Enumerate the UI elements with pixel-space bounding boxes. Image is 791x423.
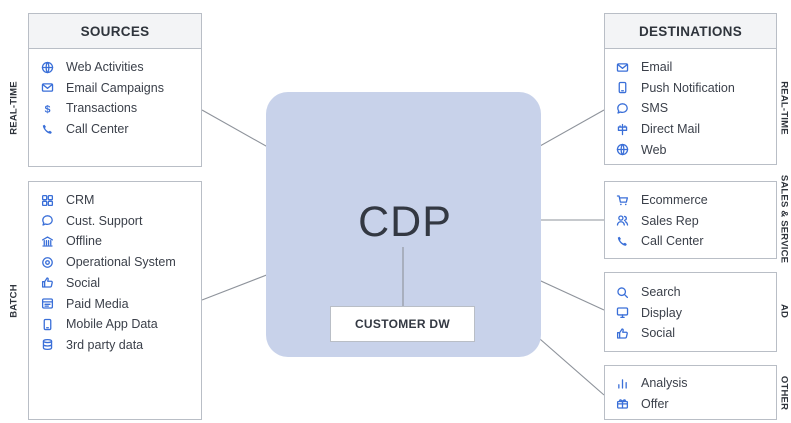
cdp-title: CDP — [358, 198, 452, 246]
sources-batch-item-label: Cust. Support — [66, 213, 143, 228]
destinations-sales-item-label: Sales Rep — [641, 213, 699, 228]
destinations-other-box — [604, 365, 777, 420]
grid-icon — [40, 193, 54, 207]
destinations-header: DESTINATIONS — [604, 13, 777, 49]
destinations-realtime-item-label: Direct Mail — [641, 122, 701, 137]
destinations-realtime-item-label: Push Notification — [641, 80, 735, 95]
sources-batch-item-label: Social — [66, 275, 101, 290]
destinations-other-item-label: Analysis — [641, 376, 688, 390]
sources-batch-box — [28, 181, 202, 420]
monitor-icon — [615, 306, 629, 320]
thumbs-up-icon — [40, 276, 54, 290]
sources-batch-label: BATCH — [8, 284, 20, 318]
destinations-other-label: OTHER — [778, 375, 790, 411]
destinations-ad-label: AD — [778, 303, 790, 319]
sources-batch-item: Operational System — [40, 252, 176, 272]
database-icon — [40, 338, 54, 352]
destinations-realtime-item: Direct Mail — [615, 119, 700, 139]
sources-batch-item-label: Mobile App Data — [66, 317, 158, 332]
globe-icon — [615, 143, 629, 157]
sources-realtime-item-label: Transactions — [66, 101, 138, 116]
destinations-sales-label: SALES & SERVICE — [778, 174, 790, 264]
svg-text:$: $ — [44, 103, 50, 114]
destinations-realtime-item: Email — [615, 57, 672, 77]
sources-batch-item: 3rd party data — [40, 335, 143, 355]
gear-icon — [40, 255, 54, 269]
sources-batch-item: Mobile App Data — [40, 314, 158, 334]
destinations-realtime-box — [604, 48, 777, 165]
destinations-sales-item-label: Call Center — [641, 234, 704, 249]
sources-batch-item: Cust. Support — [40, 211, 142, 231]
sources-realtime-item: $ Transactions — [40, 98, 137, 118]
destinations-ad-item: Search — [615, 282, 681, 302]
destinations-ad-box — [604, 272, 777, 352]
customer-dw-box: CUSTOMER DW — [330, 306, 475, 342]
sources-batch-item-label: 3rd party data — [66, 337, 144, 352]
sources-realtime-item-label: Web Activities — [66, 60, 144, 74]
phone-icon — [615, 234, 629, 248]
search-icon — [615, 285, 629, 299]
gift-icon — [615, 397, 629, 411]
sources-batch-item: CRM — [40, 190, 94, 210]
destinations-ad-item-label: Display — [641, 305, 682, 320]
sources-realtime-item-label: Call Center — [66, 122, 129, 137]
mailbox-icon — [615, 122, 629, 136]
destinations-sales-item: Sales Rep — [615, 211, 699, 231]
sources-batch-item: Paid Media — [40, 294, 129, 314]
sources-batch-item-label: Paid Media — [66, 296, 129, 311]
mail-icon — [615, 60, 629, 74]
destinations-sales-item-label: Ecommerce — [641, 193, 708, 207]
mobile-icon — [615, 81, 629, 95]
chat-icon — [615, 101, 629, 115]
destinations-sales-item: Call Center — [615, 231, 704, 251]
destinations-sales-box — [604, 181, 777, 259]
destinations-other-item-label: Offer — [641, 396, 669, 411]
phone-icon — [40, 122, 54, 136]
destinations-realtime-item: Push Notification — [615, 78, 735, 98]
dollar-icon: $ — [40, 101, 54, 115]
sources-realtime-label: REAL-TIME — [8, 81, 20, 135]
sources-batch-item: Offline — [40, 231, 102, 251]
sources-realtime-item: Email Campaigns — [40, 78, 164, 98]
destinations-realtime-item: SMS — [615, 98, 668, 118]
destinations-realtime-label: REAL-TIME — [778, 81, 790, 135]
globe-icon — [40, 60, 54, 74]
people-icon — [615, 214, 629, 228]
sources-realtime-item-label: Email Campaigns — [66, 80, 164, 95]
destinations-ad-item-label: Search — [641, 285, 681, 299]
sources-batch-item-label: CRM — [66, 193, 95, 207]
thumbs-up-icon — [615, 326, 629, 340]
bank-icon — [40, 234, 54, 248]
mobile-icon — [40, 317, 54, 331]
sources-batch-item: Social — [40, 273, 100, 293]
media-icon — [40, 297, 54, 311]
destinations-ad-item: Social — [615, 323, 675, 343]
cart-icon — [615, 193, 629, 207]
mail-icon — [40, 81, 54, 95]
destinations-other-item: Offer — [615, 394, 669, 414]
chat-icon — [40, 214, 54, 228]
destinations-realtime-item-label: Web — [641, 142, 667, 157]
sources-header: SOURCES — [28, 13, 202, 49]
sources-realtime-item: Web Activities — [40, 57, 144, 77]
destinations-ad-item: Display — [615, 303, 682, 323]
destinations-realtime-item-label: Email — [641, 60, 673, 74]
destinations-ad-item-label: Social — [641, 326, 676, 341]
destinations-other-item: Analysis — [615, 373, 688, 393]
sources-realtime-box — [28, 48, 202, 167]
destinations-realtime-item: Web — [615, 140, 666, 160]
sources-batch-item-label: Offline — [66, 234, 102, 249]
sources-realtime-item: Call Center — [40, 119, 129, 139]
sources-batch-item-label: Operational System — [66, 255, 176, 270]
destinations-sales-item: Ecommerce — [615, 190, 708, 210]
bar-chart-icon — [615, 376, 629, 390]
destinations-realtime-item-label: SMS — [641, 101, 669, 116]
